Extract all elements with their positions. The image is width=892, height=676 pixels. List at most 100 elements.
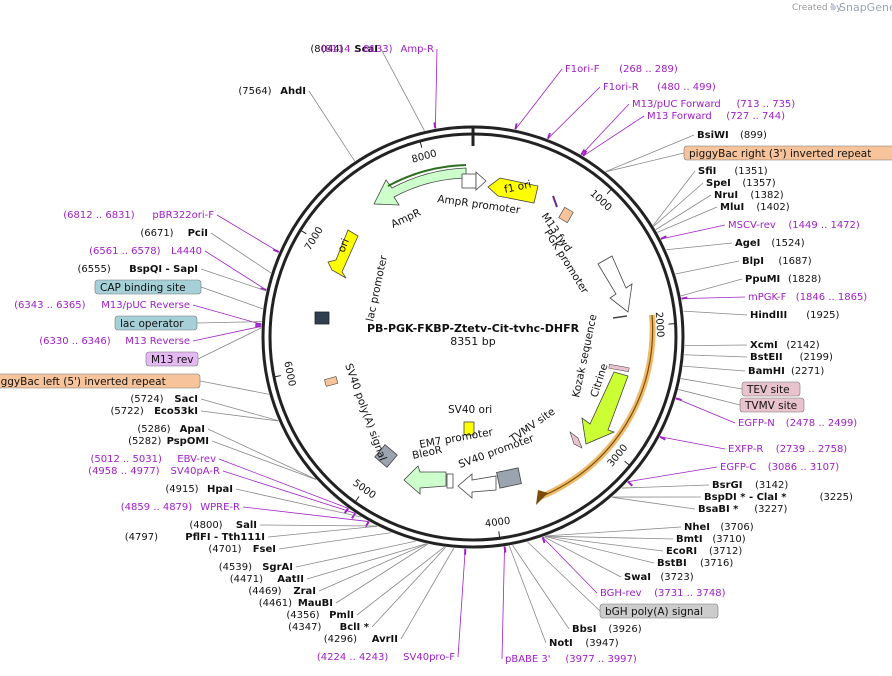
enzyme-label-swai[interactable]: SwaI(3723) [624, 572, 694, 583]
svg-text:(3710): (3710) [712, 534, 745, 545]
enzyme-label-pmli[interactable]: PmlI(4356) [286, 610, 354, 621]
primer-label-sv40pro-f[interactable]: SV40pro-F(4224 .. 4243) [317, 652, 455, 663]
feature-box-piggybac-right-3-inverted-repeat[interactable]: piggyBac right (3') inverted repeat [683, 145, 892, 161]
sv40-ori-label: SV40 ori [448, 404, 492, 416]
enzyme-label-mlui[interactable]: MluI(1402) [720, 202, 790, 213]
enzyme-label-bsabi[interactable]: BsaBI *(3227) [698, 504, 788, 515]
tick-mark [274, 375, 281, 378]
enzyme-label-bcli[interactable]: BclI *(4347) [288, 622, 370, 633]
enzyme-label-fsei[interactable]: FseI(4701) [208, 544, 276, 555]
svg-text:(268 .. 289): (268 .. 289) [619, 64, 678, 75]
svg-text:WPRE-R: WPRE-R [200, 502, 240, 513]
svg-text:(5012 .. 5031): (5012 .. 5031) [90, 454, 162, 465]
enzyme-label-sali[interactable]: SalI(4800) [189, 520, 257, 531]
enzyme-label-pspomi[interactable]: PspOMI(5282) [128, 436, 209, 447]
primer-label-m13-puc-reverse[interactable]: M13/pUC Reverse(6343 .. 6365) [14, 300, 190, 311]
enzyme-label-nhei[interactable]: NheI(3706) [684, 522, 754, 533]
enzyme-label-ppumi[interactable]: PpuMI(1828) [745, 274, 821, 285]
feature-box-cap-binding-site[interactable]: CAP binding site [94, 279, 202, 295]
enzyme-label-sgrai[interactable]: SgrAI(4539) [219, 562, 293, 573]
sv40-polya-box [374, 444, 398, 468]
enzyme-label-sfii[interactable]: SfiI(1351) [698, 166, 768, 177]
primer-label-mscv-rev[interactable]: MSCV-rev(1449 .. 1472) [728, 220, 860, 231]
feature-box-bgh-poly-a-signal[interactable]: bGH poly(A) signal [599, 603, 719, 619]
enzyme-label-bsiwi[interactable]: BsiWI(899) [697, 130, 767, 141]
plasmid-size: 8351 bp [450, 335, 495, 348]
enzyme-label-hpai[interactable]: HpaI(4915) [165, 484, 233, 495]
leader-layer [192, 48, 748, 660]
svg-text:(4471): (4471) [230, 574, 263, 585]
svg-text:SV40pro-F: SV40pro-F [403, 652, 455, 663]
primer-label-l4440[interactable]: L4440(6561 .. 6578) [89, 246, 202, 257]
svg-text:(3947): (3947) [585, 638, 618, 649]
enzyme-label-zrai[interactable]: ZraI(4469) [248, 586, 316, 597]
feature-box-lac-operator[interactable]: lac operator [114, 315, 198, 331]
enzyme-label-scai[interactable]: ScaI(8044) [310, 44, 378, 55]
enzyme-label-hindiii[interactable]: HindIII(1925) [750, 310, 840, 321]
primer-label-f1ori-r[interactable]: F1ori-R(480 .. 499) [603, 82, 716, 93]
primer-label-egfp-n[interactable]: EGFP-N(2478 .. 2499) [738, 418, 857, 429]
primer-label-pbr322ori-f[interactable]: pBR322ori-F(6812 .. 6831) [63, 210, 214, 221]
enzyme-label-bbsi[interactable]: BbsI(3926) [572, 624, 642, 635]
enzyme-label-bamhi[interactable]: BamHI(2271) [748, 366, 824, 377]
enzyme-label-nrui[interactable]: NruI(1382) [714, 190, 784, 201]
primer-label-m13-forward[interactable]: M13 Forward(727 .. 744) [647, 111, 785, 122]
enzyme-label-agei[interactable]: AgeI(1524) [735, 238, 805, 249]
enzyme-label-apai[interactable]: ApaI(5286) [137, 424, 205, 435]
feature-box-tev-site[interactable]: TEV site [741, 381, 801, 397]
svg-text:ZraI: ZraI [293, 586, 316, 597]
svg-text:SgrAI: SgrAI [262, 562, 293, 573]
plasmid-name: PB-PGK-FKBP-Ztetv-Cit-tvhc-DHFR [367, 322, 580, 335]
enzyme-label-pflfi-tth111i[interactable]: PflFI - Tth111I(4797) [125, 532, 265, 543]
svg-text:F1ori-F: F1ori-F [565, 64, 600, 75]
svg-text:(4859 .. 4879): (4859 .. 4879) [121, 502, 193, 513]
piggybac-right-feature [558, 206, 574, 224]
svg-text:(3731 .. 3748): (3731 .. 3748) [654, 588, 726, 599]
svg-text:MauBI: MauBI [298, 598, 333, 609]
enzyme-label-bspqi-sapi[interactable]: BspQI - SapI(6555) [78, 264, 198, 275]
enzyme-label-aatii[interactable]: AatII (4471) [230, 574, 304, 585]
enzyme-label-ecori[interactable]: EcoRI(3712) [666, 546, 742, 557]
svg-text:SpeI: SpeI [706, 178, 731, 189]
enzyme-label-xcmi[interactable]: XcmI(2142) [750, 340, 820, 351]
primer-label-pbabe-3[interactable]: pBABE 3'(3977 .. 3997) [505, 654, 637, 665]
primer-label-egfp-c[interactable]: EGFP-C(3086 .. 3107) [720, 462, 839, 473]
enzyme-label-eco53ki[interactable]: Eco53kI(5722) [111, 406, 198, 417]
primer-label-bgh-rev[interactable]: BGH-rev(3731 .. 3748) [600, 588, 726, 599]
enzyme-label-spei[interactable]: SpeI(1357) [706, 178, 776, 189]
tvmv-site-marker [569, 431, 583, 449]
primer-label-mpgk-f[interactable]: mPGK-F(1846 .. 1865) [748, 292, 867, 303]
primer-label-f1ori-f[interactable]: F1ori-F (268 .. 289) [565, 64, 678, 75]
feature-box-tvmv-site[interactable]: TVMV site [739, 397, 805, 413]
enzyme-label-maubi[interactable]: MauBI(4461) [259, 598, 333, 609]
enzyme-label-bsteii[interactable]: BstEII(2199) [750, 352, 833, 363]
svg-text:AatII: AatII [277, 574, 304, 585]
svg-text:SacI: SacI [174, 394, 198, 405]
enzyme-label-ahdi[interactable]: AhdI(7564) [238, 86, 306, 97]
svg-text:L4440: L4440 [171, 246, 202, 257]
enzyme-label-bspdi-clai[interactable]: BspDI * - ClaI *(3225) [704, 492, 853, 503]
primer-label-exfp-r[interactable]: EXFP-R(2739 .. 2758) [728, 444, 847, 455]
enzyme-label-blpi[interactable]: BlpI(1687) [742, 256, 812, 267]
enzyme-label-bstbi[interactable]: BstBI(3716) [657, 558, 733, 569]
feature-box-piggybac-left-5-inverted-repeat[interactable]: piggyBac left (5') inverted repeat [0, 373, 201, 389]
svg-text:PpuMI: PpuMI [745, 274, 780, 285]
primer-label-amp-r[interactable]: Amp-R(8114 .. 8133) [321, 44, 434, 55]
primer-label-m13-reverse[interactable]: M13 Reverse(6330 .. 6346) [39, 336, 190, 347]
enzyme-label-pcii[interactable]: PciI(6671) [140, 228, 208, 239]
svg-text:NheI: NheI [684, 522, 710, 533]
enzyme-label-saci[interactable]: SacI(5724) [130, 394, 198, 405]
svg-text:pBR322ori-F: pBR322ori-F [152, 210, 214, 221]
feature-box-m13-rev[interactable]: M13 rev [145, 351, 199, 367]
enzyme-label-noti[interactable]: NotI(3947) [549, 638, 619, 649]
f1-ori-feature [487, 177, 539, 204]
svg-text:PmlI: PmlI [329, 610, 354, 621]
primer-label-m13-puc-forward[interactable]: M13/pUC Forward(713 .. 735) [632, 99, 795, 110]
enzyme-label-avrii[interactable]: AvrII(4296) [324, 634, 398, 645]
enzyme-label-bmti[interactable]: BmtI(3710) [676, 534, 746, 545]
primer-label-ebv-rev[interactable]: EBV-rev(5012 .. 5031) [90, 454, 216, 465]
svg-text:(8044): (8044) [310, 44, 343, 55]
enzyme-label-bsrgi[interactable]: BsrGI(3142) [712, 480, 788, 491]
primer-label-sv40pa-r[interactable]: SV40pA-R(4958 .. 4977) [88, 466, 220, 477]
primer-label-wpre-r[interactable]: WPRE-R (4859 .. 4879) [121, 502, 240, 513]
